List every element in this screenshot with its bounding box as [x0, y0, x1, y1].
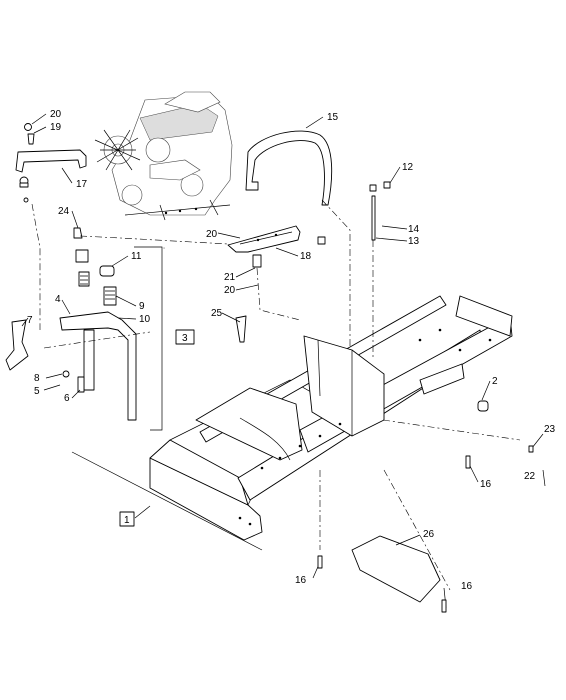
callout-16: 16 — [295, 575, 307, 586]
group-3-bracket-line — [134, 246, 163, 431]
main-frame-1 — [149, 295, 513, 541]
callout-5: 5 — [34, 386, 40, 397]
callout-4: 4 — [55, 294, 61, 305]
callout-20: 20 — [206, 229, 218, 240]
callouts: 20 19 17 15 12 14 13 24 20 18 11 21 20 3… — [27, 109, 556, 592]
callout-26: 26 — [423, 529, 435, 540]
callout-11: 11 — [131, 251, 142, 262]
callout-21: 21 — [224, 272, 236, 283]
skid-plate-26 — [351, 535, 441, 603]
callout-9: 9 — [139, 301, 145, 312]
callout-12: 12 — [402, 162, 414, 173]
spring-mount-group-3 — [5, 249, 137, 421]
callout-24: 24 — [58, 206, 70, 217]
callout-leader-lines — [21, 113, 546, 609]
callout-2: 2 — [492, 376, 498, 387]
callout-1-box — [119, 511, 135, 527]
assembly-center-lines — [31, 199, 521, 591]
engine-mount-bracket-18 — [227, 225, 326, 268]
callout-20: 20 — [224, 285, 236, 296]
callout-8: 8 — [34, 373, 40, 384]
callout-14: 14 — [408, 224, 420, 235]
bolt-assembly-12-14-13 — [369, 181, 391, 241]
callout-3: 3 — [182, 333, 188, 344]
clip-24 — [73, 227, 83, 239]
callout-13: 13 — [408, 236, 420, 247]
callout-16: 16 — [461, 581, 473, 592]
callout-17: 17 — [76, 179, 88, 190]
callout-3-box — [175, 329, 195, 345]
callout-16: 16 — [480, 479, 492, 490]
callout-25: 25 — [211, 308, 223, 319]
callout-18: 18 — [300, 251, 312, 262]
callout-1: 1 — [124, 515, 130, 526]
callout-15: 15 — [327, 112, 339, 123]
callout-23: 23 — [544, 424, 556, 435]
callout-20: 20 — [50, 109, 62, 120]
callout-6: 6 — [64, 393, 70, 404]
fasteners — [317, 445, 534, 613]
callout-10: 10 — [139, 314, 151, 325]
hood-support-hoop-15 — [245, 130, 333, 206]
strap-25 — [235, 315, 247, 343]
callout-22: 22 — [524, 471, 536, 482]
callout-19: 19 — [50, 122, 62, 133]
callout-7: 7 — [27, 315, 33, 326]
engine-illustration — [94, 91, 233, 221]
engine-mount-bracket-17 — [15, 123, 87, 203]
